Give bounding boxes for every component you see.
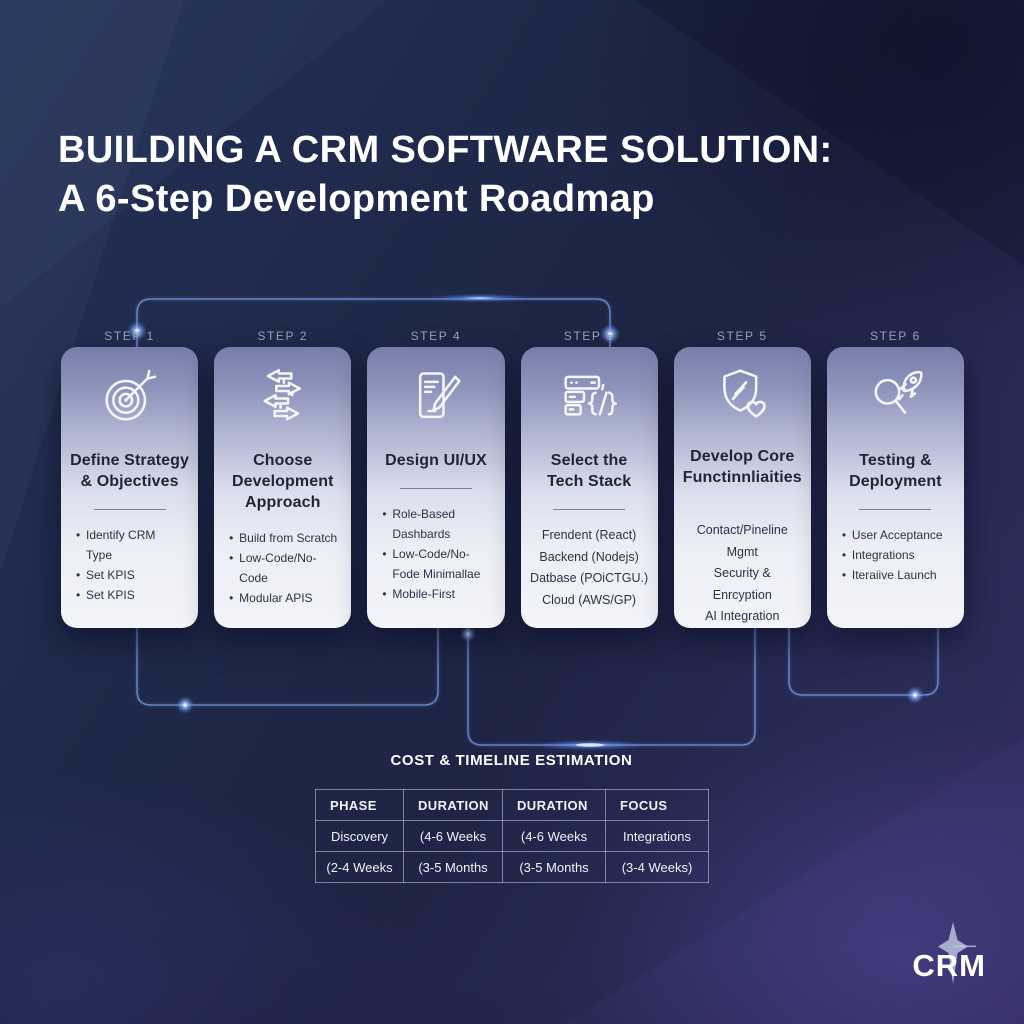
bullet-list: Role-Based Dashbards Low-Code/No-Fode Mi… [374, 504, 497, 604]
bullet-list: Frendent (React) Backend (Nodejs) Datbas… [528, 525, 651, 611]
cost-table-title: COST & TIMELINE ESTIMATION [390, 752, 633, 769]
table-header-focus: FOCUS [605, 789, 709, 821]
step-column-3: STEP 4 Design UI/UX Role-Based Dashbards… [367, 329, 505, 628]
divider [553, 509, 626, 510]
cost-table: PHASE DURATION DURATION FOCUS Discovery … [315, 789, 709, 883]
card-title: Select the Tech Stack [546, 452, 632, 490]
card-title: Develop Core Functinnliaities [682, 448, 802, 486]
card-title: Testing & Deployment [849, 452, 942, 490]
bullet-list: Identify CRM Type Set KPIS Set KPIS [68, 525, 191, 605]
crm-logo-text: CRM [912, 948, 986, 983]
bullet-item: Role-Based Dashbards [381, 504, 490, 544]
table-row: (2-4 Weeks (3-5 Months (3-5 Months (3-4 … [315, 851, 709, 883]
step-card-core-functionalities: Develop Core Functinnliaities Contact/Pi… [673, 347, 811, 628]
target-icon [100, 364, 160, 428]
step-label: STEP 1 [104, 329, 155, 343]
divider [859, 509, 932, 510]
bullet-item: Security & Enrcyption [712, 566, 772, 602]
bullet-item: Cloud (AWS/GP) [542, 592, 637, 607]
bullet-item: Build from Scratch [228, 528, 337, 548]
step-column-4: STEP 5 [520, 329, 658, 628]
page-title-line1: BUILDING A CRM SOFTWARE SOLUTION: [58, 129, 833, 171]
step-column-5: STEP 5 Develop Core Functinnliaities Con… [673, 329, 811, 628]
bullet-item: Mobile-First [381, 584, 490, 604]
bullet-list: User Acceptance Integrations Iteraiive L… [834, 525, 957, 585]
step-label: STEP 6 [870, 329, 921, 343]
step-column-6: STEP 6 Testing & Deployment [826, 329, 965, 628]
table-header-duration-2: DURATION [502, 789, 606, 821]
step-card-define-strategy: Define Strategy & Objectives Identify CR… [61, 347, 199, 628]
bullet-item: Backend (Nodejs) [539, 549, 639, 564]
step-label: STEP 2 [257, 329, 309, 343]
table-cell: Discovery [315, 820, 404, 852]
server-code-icon [559, 364, 619, 428]
page-title-line2: A 6-Step Development Roadmap [58, 178, 655, 220]
table-cell: (3-4 Weeks) [605, 851, 709, 883]
step-label: STEP 5 [563, 329, 615, 343]
bullet-item: Low-Code/No-Fode Minimallae [381, 544, 490, 584]
table-cell: (4-6 Weeks [502, 820, 606, 852]
table-cell: Integrations [605, 820, 709, 852]
page-title: BUILDING A CRM SOFTWARE SOLUTION: A 6-St… [58, 126, 833, 224]
table-cell: (3-5 Months [403, 851, 503, 883]
divider [93, 509, 166, 510]
table-cell: (2-4 Weeks [315, 851, 404, 883]
bullet-item: AI Integration [705, 609, 780, 623]
bullet-list: Build from Scratch Low-Code/No-Code Modu… [221, 528, 344, 608]
divider [399, 488, 472, 489]
bullet-item: Identify CRM Type [75, 525, 184, 565]
bullet-item: Frendent (React) [541, 528, 637, 542]
table-cell: (3-5 Months [502, 851, 606, 883]
step-column-1: STEP 1 Define Strategy & Objectives Iden… [61, 329, 199, 628]
bullet-list: Contact/Pineline Mgmt Security & Enrcypt… [681, 520, 804, 628]
bullet-item: Set KPIS [75, 585, 184, 605]
bullet-item: Datbase (POiCTGU.) [530, 571, 649, 585]
sparkle-star-icon [938, 922, 976, 984]
bullet-item: User Acceptance [841, 525, 950, 545]
bullet-item: Integrations [841, 545, 950, 565]
step-column-2: STEP 2 Choose Development Approach [214, 329, 352, 628]
step-card-design-uiux: Design UI/UX Role-Based Dashbards Low-Co… [367, 347, 505, 628]
tablet-pencil-icon [406, 364, 466, 428]
table-header-duration-1: DURATION [403, 789, 503, 821]
search-rocket-icon [865, 364, 925, 428]
card-title: Design UI/UX [385, 452, 487, 469]
bullet-item: Iteraiive Launch [841, 565, 950, 585]
card-title: Choose Development Approach [231, 452, 334, 511]
steps-row: STEP 1 Define Strategy & Objectives Iden… [61, 329, 965, 628]
flow-arrows-icon [253, 364, 313, 428]
step-card-choose-approach: Choose Development Approach Build from S… [214, 347, 352, 628]
step-card-tech-stack: Select the Tech Stack Frendent (React) B… [520, 347, 658, 628]
step-card-testing-deployment: Testing & Deployment User Acceptance Int… [826, 347, 965, 628]
table-header-phase: PHASE [315, 789, 404, 821]
bullet-item: Modular APIS [228, 588, 337, 608]
bullet-item: Contact/Pineline Mgmt [696, 523, 788, 559]
table-header-row: PHASE DURATION DURATION FOCUS [315, 789, 709, 821]
step-label: STEP 4 [410, 329, 462, 343]
table-cell: (4-6 Weeks [403, 820, 503, 852]
table-row: Discovery (4-6 Weeks (4-6 Weeks Integrat… [315, 820, 709, 852]
step-label: STEP 5 [716, 329, 768, 343]
bullet-item: Low-Code/No-Code [228, 548, 337, 588]
card-title: Define Strategy & Objectives [70, 452, 190, 490]
shield-heart-icon [712, 364, 772, 424]
bullet-item: Set KPIS [75, 565, 184, 585]
crm-logo: CRM [888, 922, 988, 994]
